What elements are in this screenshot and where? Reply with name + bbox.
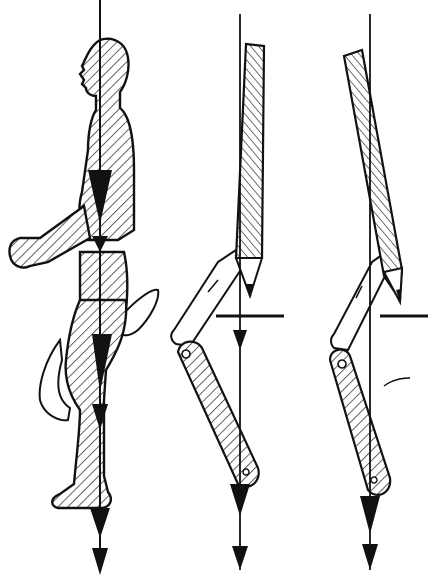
lower-link-hatched bbox=[178, 342, 259, 487]
lower-link-hatched-3 bbox=[330, 350, 390, 495]
panel-walking-human bbox=[9, 0, 158, 575]
gravity-arrow-2a bbox=[233, 330, 247, 350]
panel-tilted-pencil bbox=[330, 14, 428, 570]
head-and-torso bbox=[79, 39, 134, 240]
gravity-arrow-2c bbox=[232, 546, 248, 570]
joint-top bbox=[182, 350, 190, 358]
gravity-arrow-1e bbox=[90, 508, 110, 538]
gravity-arrow-1f bbox=[92, 548, 108, 575]
arm bbox=[9, 206, 90, 268]
panel-vertical-pencil bbox=[171, 14, 284, 570]
gravity-arrow-2b bbox=[230, 484, 250, 516]
curved-mark bbox=[384, 378, 410, 386]
joint-bottom-3 bbox=[371, 477, 377, 483]
joint-bottom bbox=[243, 469, 249, 475]
joint-top-3 bbox=[338, 360, 346, 368]
gravity-arrow-1b bbox=[92, 236, 108, 252]
gravity-arrow-3a bbox=[360, 496, 380, 534]
gravity-arrow-3b bbox=[362, 544, 378, 570]
back-leg-outline bbox=[40, 340, 70, 420]
